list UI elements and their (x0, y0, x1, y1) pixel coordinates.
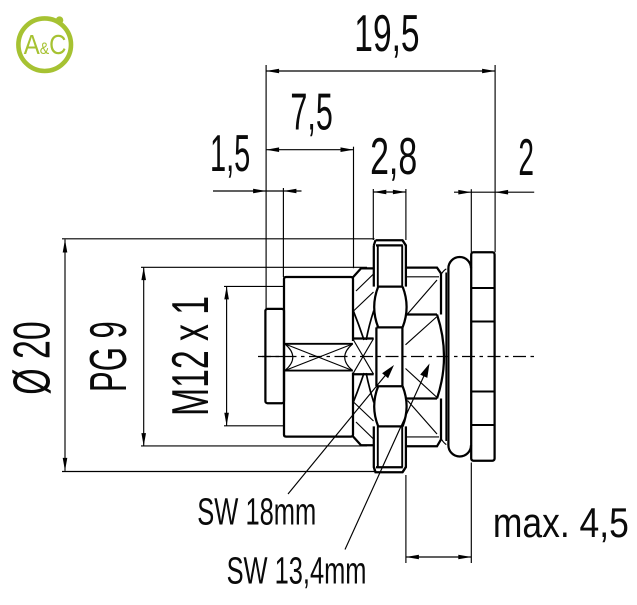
svg-text:SW 18mm: SW 18mm (197, 492, 316, 534)
svg-text:max. 4,5: max. 4,5 (493, 499, 629, 546)
svg-text:7,5: 7,5 (290, 84, 332, 142)
svg-text:19,5: 19,5 (354, 5, 419, 63)
svg-text:M12 x 1: M12 x 1 (162, 296, 220, 416)
svg-text:1,5: 1,5 (210, 125, 250, 183)
svg-text:2: 2 (518, 129, 534, 187)
svg-text:SW 13,4mm: SW 13,4mm (227, 550, 367, 592)
svg-text:Ø 20: Ø 20 (3, 321, 61, 394)
svg-text:PG 9: PG 9 (80, 321, 138, 392)
svg-text:2,8: 2,8 (370, 128, 417, 186)
